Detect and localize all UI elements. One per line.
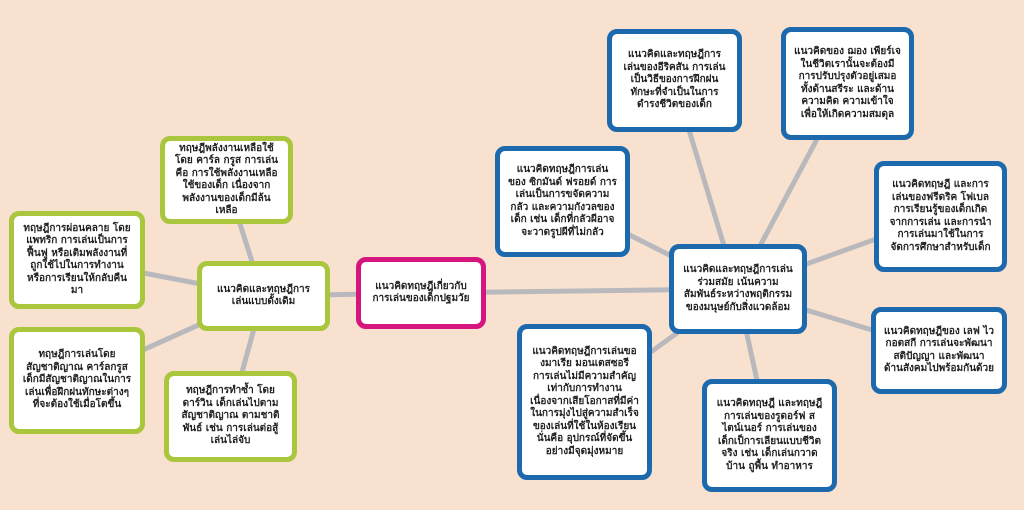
froebel-node: แนวคิดทฤษฎี และการเล่นของฟรีดริค โฟเบล ก… [874,161,1007,272]
modern-title: แนวคิดและทฤษฎีการเล่นร่วมสมัย เน้นความสั… [683,264,793,313]
steiner-node: แนวคิดทฤษฎี และทฤษฎีการเล่นของรูดอร์ฟ สไ… [702,379,837,492]
node-text: ทฤษฎีการผ่อนคลาย โดย แพทริก การเล่นเป็นก… [23,222,131,297]
node-text: แนวคิดทฤษฎี และการเล่นของฟรีดริค โฟเบล ก… [889,179,992,253]
recapitulation-node: ทฤษฎีการทำซ้ำ โดย ดาร์วิน เด็กเล่นไปตามส… [164,371,297,462]
modern-hub: แนวคิดและทฤษฎีการเล่นร่วมสมัย เน้นความสั… [669,244,807,334]
node-text: ทฤษฎีการเล่นโดยสัญชาติญาณ คาร์ลกรูส เด็ก… [22,349,132,411]
node-text: แนวคิดทฤษฎีการเล่นของ ซิกมันด์ ฟรอยด์ กา… [508,164,617,238]
traditional-hub: แนวคิดและทฤษฎีการเล่นแบบดั้งเดิม [197,261,330,331]
relaxation-node: ทฤษฎีการผ่อนคลาย โดย แพทริก การเล่นเป็นก… [9,211,145,309]
instinct-node: ทฤษฎีการเล่นโดยสัญชาติญาณ คาร์ลกรูส เด็ก… [9,327,145,434]
traditional-title: แนวคิดและทฤษฎีการเล่นแบบดั้งเดิม [216,283,311,308]
erikson-node: แนวคิดและทฤษฎีการเล่นของอีริคสัน การเล่น… [607,29,742,132]
node-text: ทฤษฎีการทำซ้ำ โดย ดาร์วิน เด็กเล่นไปตามส… [181,385,280,447]
montessori-node: แนวคิดทฤษฎีการเล่นของมาเรีย มอนเตสซอรี ก… [517,324,652,480]
root-label: แนวคิดทฤษฎีเกี่ยวกับการเล่นของเด็กปฐมวัย [372,280,470,305]
vygotsky-node: แนวคิดทฤษฎีของ เลฟ ไวกอตสกี การเล่นจะพัฒ… [871,307,1007,394]
freud-node: แนวคิดทฤษฎีการเล่นของ ซิกมันด์ ฟรอยด์ กา… [495,146,630,257]
node-text: แนวคิดทฤษฎีของ เลฟ ไวกอตสกี การเล่นจะพัฒ… [884,325,995,375]
surplus-energy-node: ทฤษฎีพลังงานเหลือใช้ โดย คาร์ล กรูส การเ… [160,136,293,224]
node-text: แนวคิดและทฤษฎีการเล่นของอีริคสัน การเล่น… [623,49,726,111]
piaget-node: แนวคิดของ ฌอง เพียร์เจ ในชีวิตเรานั้นจะต… [781,27,914,140]
node-text: แนวคิดทฤษฎี และทฤษฎีการเล่นของรูดอร์ฟ สไ… [716,398,823,472]
node-text: แนวคิดทฤษฎีการเล่นของมาเรีย มอนเตสซอรี ก… [530,345,639,457]
node-text: ทฤษฎีพลังงานเหลือใช้ โดย คาร์ล กรูส การเ… [175,142,278,217]
root-node: แนวคิดทฤษฎีเกี่ยวกับการเล่นของเด็กปฐมวัย [356,257,486,329]
node-text: แนวคิดของ ฌอง เพียร์เจ ในชีวิตเรานั้นจะต… [794,46,901,120]
